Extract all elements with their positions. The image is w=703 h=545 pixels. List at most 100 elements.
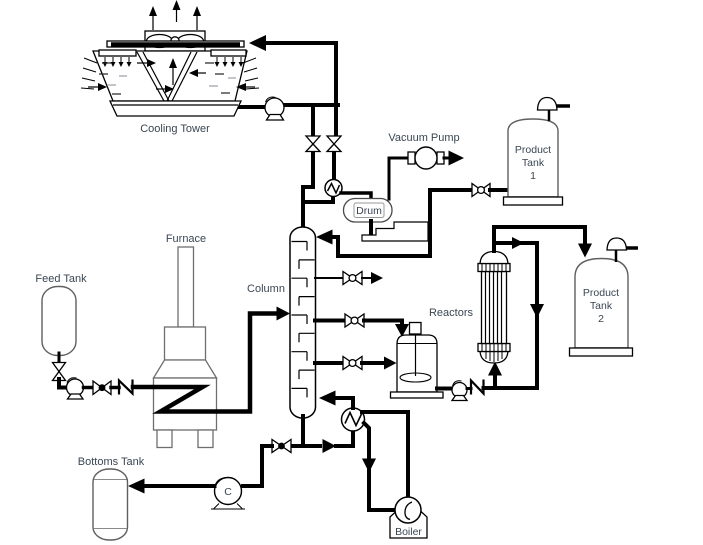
pipe-boiler-supply bbox=[360, 410, 410, 498]
pump-volute bbox=[265, 96, 276, 103]
valve-dot bbox=[278, 442, 285, 450]
product1-valve bbox=[471, 182, 491, 198]
arrow-into-reactor-icon bbox=[488, 361, 502, 376]
pump-lug bbox=[407, 151, 416, 165]
tower-basin bbox=[108, 100, 243, 117]
tubesheet-hatch bbox=[481, 263, 507, 272]
vacuum-pump-label: Vacuum Pump bbox=[388, 132, 459, 144]
tubular-reactor bbox=[477, 250, 511, 390]
product-tank-1: Product Tank 1 bbox=[502, 96, 570, 206]
bottoms-tank bbox=[92, 468, 129, 541]
top-head bbox=[479, 250, 509, 265]
reactors-label: Reactors bbox=[429, 307, 474, 319]
bottoms-tank-label: Bottoms Tank bbox=[78, 456, 145, 468]
spray-header bbox=[210, 49, 247, 57]
column-label: Column bbox=[247, 283, 285, 295]
boiler-drum bbox=[394, 496, 422, 524]
water-fill-marks bbox=[99, 62, 236, 95]
cooling-water-piping bbox=[236, 35, 340, 230]
arrow-into-tank2-icon bbox=[578, 243, 592, 258]
distillation-column: Column bbox=[247, 226, 317, 419]
overhead-system: Drum Vacuum Pump bbox=[316, 132, 510, 258]
arrow-into-column-icon bbox=[319, 390, 336, 406]
arrow-recycle-down-icon bbox=[530, 304, 544, 318]
condenser-heat-exchanger bbox=[324, 178, 373, 201]
arrow-icon bbox=[371, 272, 383, 284]
tank-shell bbox=[574, 257, 629, 349]
product-tank-2-label: Tank bbox=[590, 300, 613, 312]
cstr-pump bbox=[450, 380, 469, 402]
pipe-to-condenser-loop bbox=[301, 149, 315, 230]
product-tank-1-label: 1 bbox=[530, 170, 536, 182]
pipe-return-to-tower bbox=[256, 41, 338, 138]
pipe-condenser-inlet bbox=[301, 195, 335, 204]
arrow-column-feed-icon bbox=[276, 306, 290, 321]
pipe-to-feed-pump bbox=[57, 377, 68, 390]
bottoms-system: C Bottoms Tank bbox=[78, 414, 305, 541]
feed-system: Feed Tank bbox=[35, 273, 134, 400]
product-tank-2: Product Tank 2 bbox=[568, 237, 638, 357]
reboiler-system: Boiler bbox=[301, 390, 428, 539]
pipe-condenser-to-drum bbox=[339, 191, 373, 201]
pipe-reboiler-inlet bbox=[334, 429, 355, 448]
vacuum-pump bbox=[407, 146, 445, 170]
side-draw-3 bbox=[313, 355, 397, 371]
side-draw-1 bbox=[314, 270, 383, 286]
cooling-supply-valve bbox=[304, 135, 322, 153]
tubes bbox=[484, 271, 503, 344]
feed-control-valve bbox=[92, 379, 112, 396]
feed-tank bbox=[41, 285, 77, 357]
product-tank-2-label: Product bbox=[583, 287, 619, 299]
pipe-furnace-coil-to-column bbox=[130, 311, 280, 414]
pipe-reactor-recycle bbox=[493, 241, 539, 390]
furnace-leg bbox=[156, 429, 173, 449]
product-tank-2-label: 2 bbox=[598, 313, 604, 325]
vent-cap bbox=[606, 237, 628, 251]
arrow-reflux-icon bbox=[316, 229, 333, 245]
drum-label-box bbox=[353, 202, 385, 218]
cooling-water-pump bbox=[264, 96, 285, 121]
bottoms-control-valve bbox=[271, 438, 292, 454]
drum-label: Drum bbox=[356, 205, 382, 217]
cooling-tower-label: Cooling Tower bbox=[140, 123, 210, 135]
valve-globe bbox=[348, 273, 357, 283]
reactor-vessel bbox=[396, 334, 438, 393]
arrow-vacuum-out-icon bbox=[448, 150, 464, 166]
tank-base bbox=[502, 196, 564, 206]
pipe-column-bottoms bbox=[289, 414, 305, 448]
furnace-leg bbox=[197, 429, 214, 449]
air-up-arrow-icon bbox=[193, 6, 201, 16]
valve-globe bbox=[348, 358, 357, 368]
valve-dot bbox=[98, 384, 106, 392]
tubesheet-hatch bbox=[481, 343, 507, 352]
arrow-into-cstr-icon bbox=[384, 356, 397, 370]
side-draw-2 bbox=[313, 312, 409, 337]
air-up-arrow-icon bbox=[172, 0, 181, 10]
arrow-recycle-icon bbox=[512, 237, 524, 249]
pump-feet bbox=[265, 113, 285, 121]
pump-body bbox=[213, 476, 243, 506]
cstr-reactor: Reactors bbox=[389, 307, 474, 399]
furnace-label: Furnace bbox=[166, 233, 206, 245]
feed-tank-label: Feed Tank bbox=[35, 273, 87, 285]
pump-feet bbox=[450, 394, 469, 402]
boiler-flame-icon bbox=[404, 501, 413, 521]
bottoms-pump-label: C bbox=[224, 486, 232, 498]
tower-inner-wall bbox=[171, 51, 198, 102]
bottoms-pump: C bbox=[211, 476, 245, 510]
arrow-into-bottoms-tank-icon bbox=[128, 478, 145, 494]
airflow-arrows bbox=[88, 58, 255, 93]
pipe-to-bottoms-pump bbox=[241, 444, 274, 488]
bottom-head-hatch bbox=[485, 352, 503, 362]
boiler-label: Boiler bbox=[395, 526, 422, 538]
tower-inner-wall bbox=[136, 51, 165, 102]
pipe-reboiler-return bbox=[333, 396, 355, 410]
tank-base bbox=[568, 347, 634, 357]
arrow-to-boiler-icon bbox=[362, 458, 376, 473]
condenser-coil-icon bbox=[326, 181, 341, 195]
furnace-shoulder bbox=[152, 359, 218, 379]
feed-check-valve bbox=[117, 377, 134, 397]
louvers bbox=[80, 57, 260, 90]
valve-globe bbox=[476, 185, 486, 195]
